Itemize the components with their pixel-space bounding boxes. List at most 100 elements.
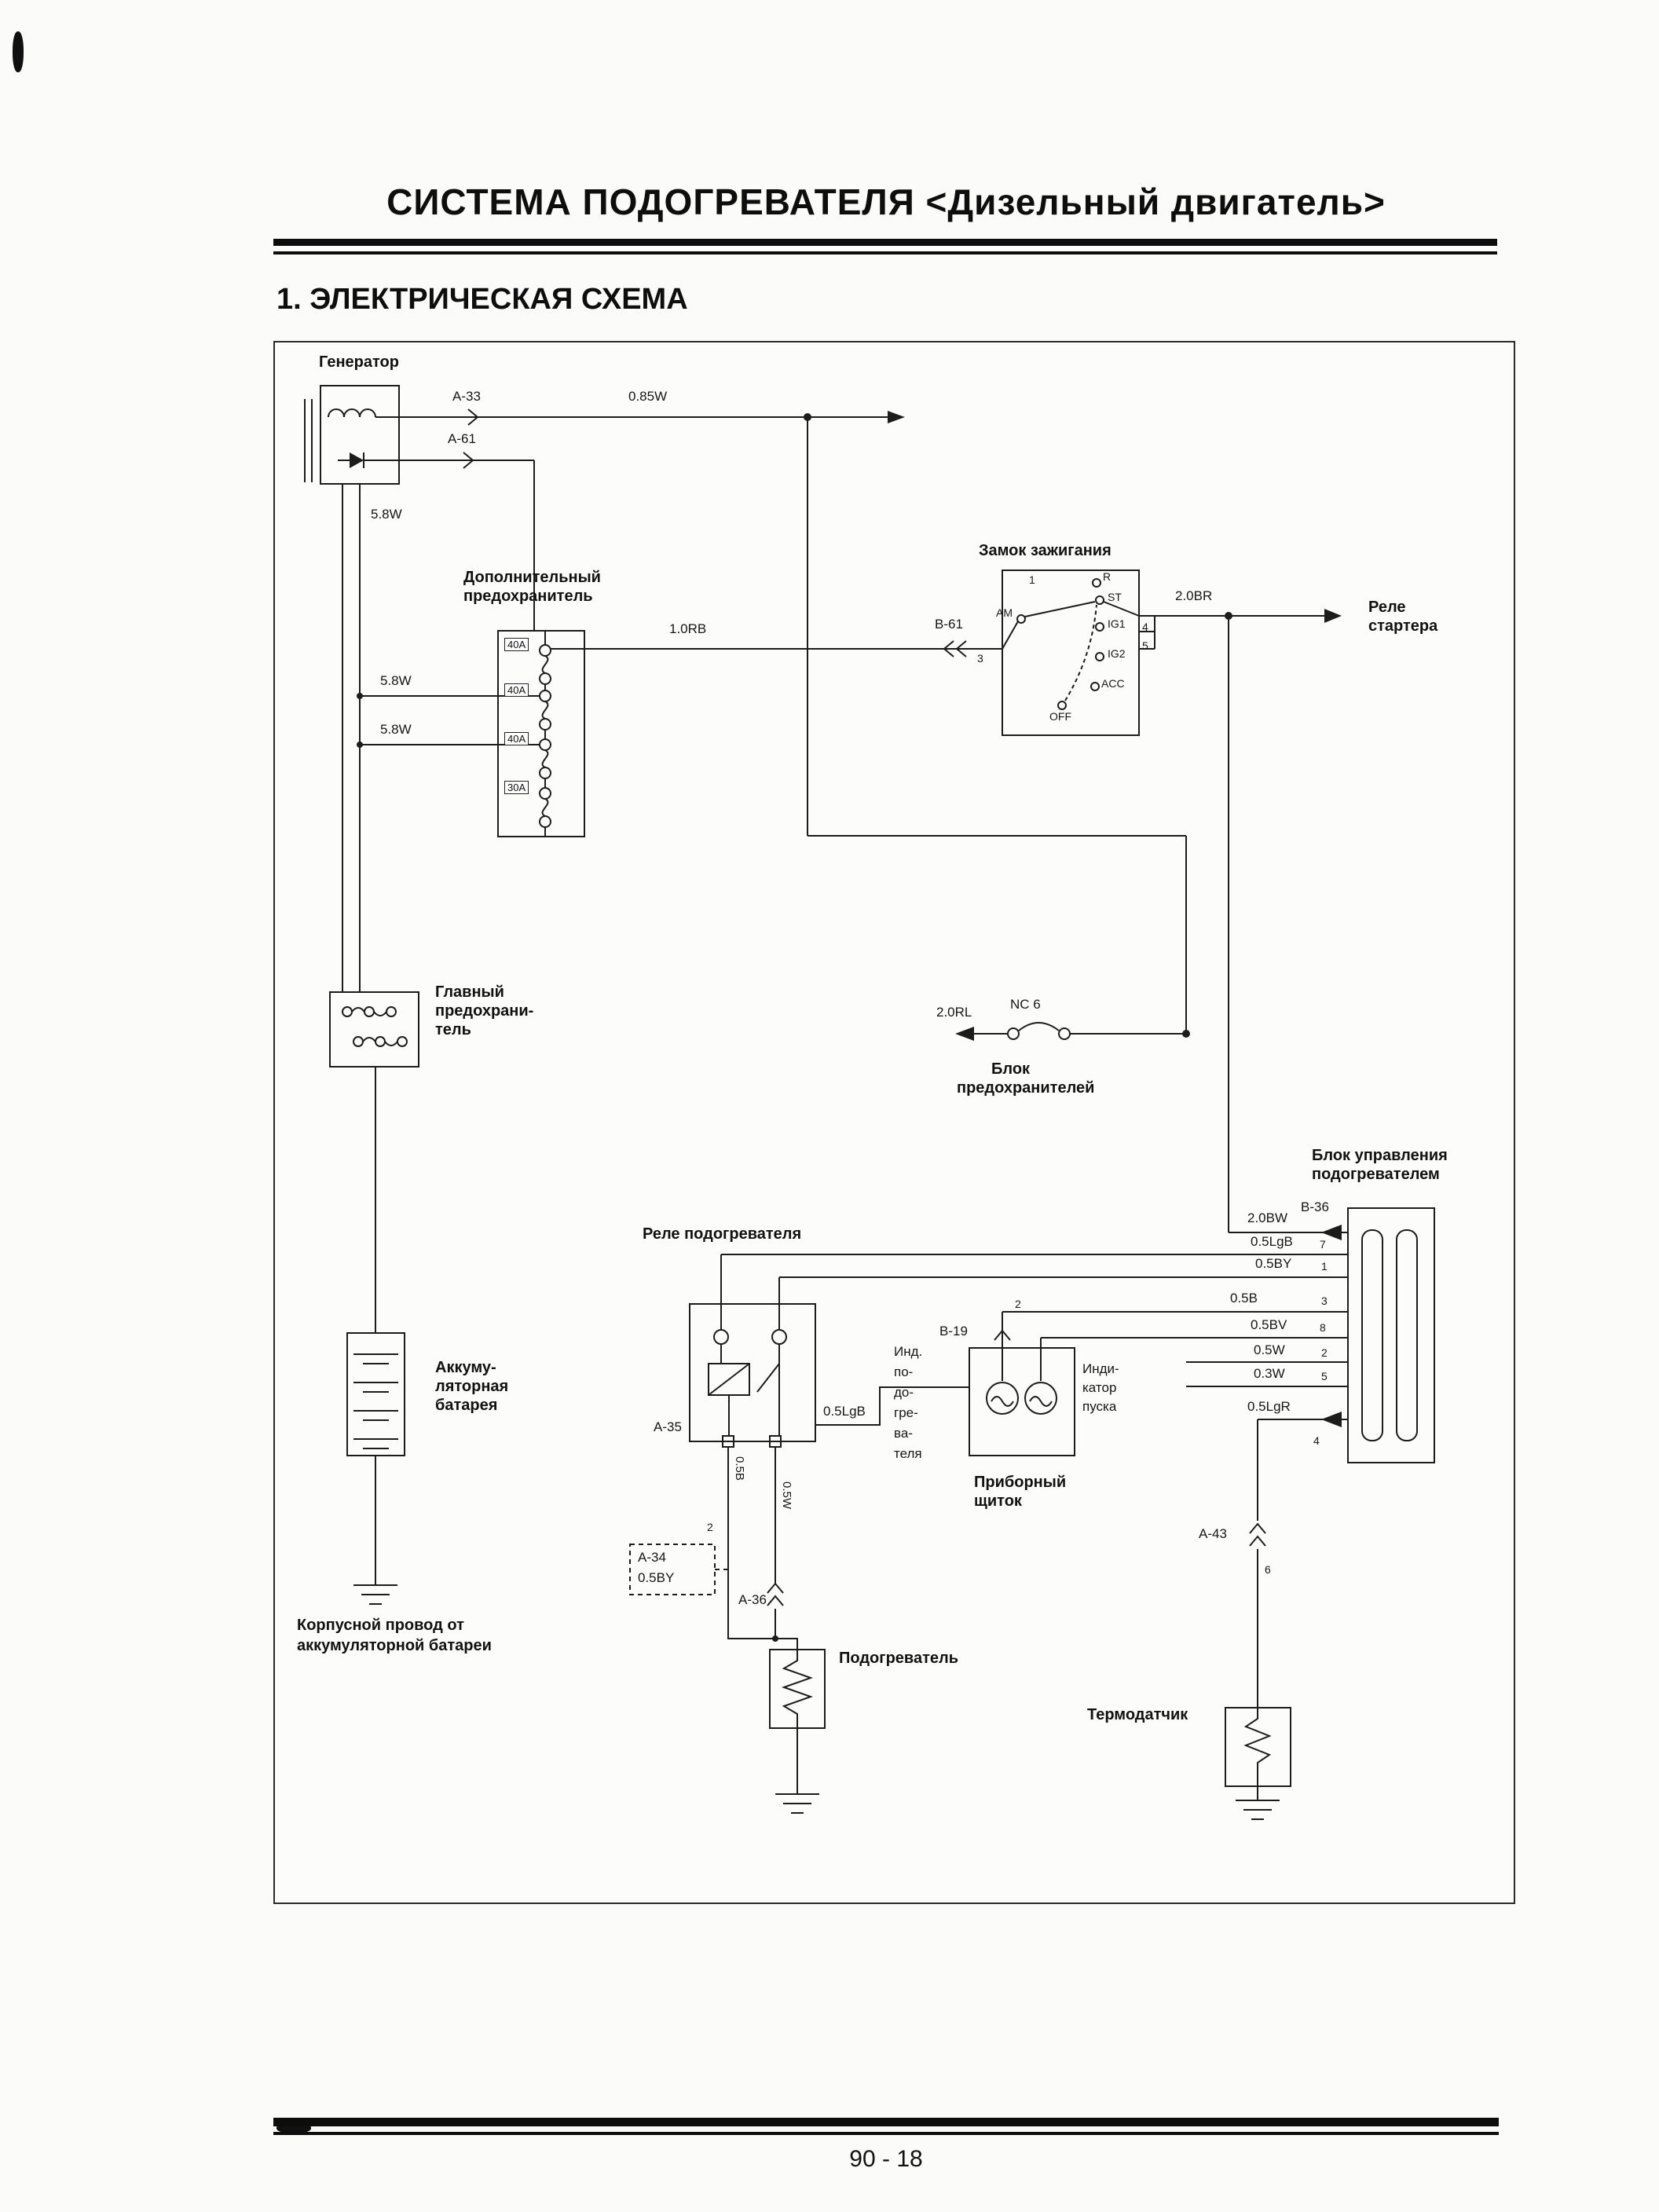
control-pin-4: 4 — [1313, 1434, 1320, 1447]
ignition-contact-ig1: IG1 — [1108, 617, 1126, 630]
ignition-pin-5: 5 — [1142, 639, 1148, 652]
ignition-switch-symbol — [1002, 569, 1140, 736]
generator-label: Генератор — [319, 353, 399, 371]
main-fuse-label-3: тель — [435, 1021, 471, 1038]
connector-label-a43: A-43 — [1199, 1526, 1227, 1541]
fuse-rating-3: 40A — [504, 732, 529, 745]
ignition-contact-ig2: IG2 — [1108, 647, 1126, 660]
starter-relay-label-2: стартера — [1368, 617, 1438, 635]
fuse-rating-4: 30A — [504, 781, 529, 794]
header-rule-thin — [273, 251, 1497, 255]
connector-label-b36: B-36 — [1301, 1199, 1329, 1214]
a34-pin-2: 2 — [707, 1521, 713, 1533]
ignition-contact-r: R — [1103, 570, 1111, 583]
start-indicator-label-1: Инди- — [1082, 1361, 1119, 1376]
wire-label-20rl: 2.0RL — [936, 1005, 972, 1020]
instrument-panel-label-1: Приборный — [974, 1474, 1067, 1491]
instrument-panel-symbol — [969, 1312, 1075, 1456]
fuse-rating-2: 40A — [504, 683, 529, 697]
ignition-pin-4: 4 — [1142, 621, 1148, 633]
wire-label-58w-3: 5.8W — [380, 722, 412, 737]
wire-label-05lgb-2: 0.5LgB — [823, 1404, 866, 1419]
main-fuse-label-1: Главный — [435, 983, 504, 1001]
ignition-pin-1: 1 — [1029, 573, 1035, 586]
section-title: 1. ЭЛЕКТРИЧЕСКАЯ СХЕМА — [276, 283, 688, 316]
ignition-label: Замок зажигания — [979, 542, 1111, 559]
body-ground-label-2: аккумуляторной батареи — [297, 1637, 492, 1654]
fuse-rating-1: 40A — [504, 638, 529, 651]
heater-indicator-label-2: по- — [894, 1364, 914, 1379]
wire-label-03w: 0.3W — [1254, 1366, 1285, 1381]
control-pin-3: 3 — [1321, 1295, 1328, 1307]
heater-control-label-1: Блок управления — [1312, 1147, 1448, 1164]
wire-label-20br: 2.0BR — [1175, 588, 1213, 603]
battery-label-3: батарея — [435, 1397, 498, 1414]
wire-label-05lgb-1: 0.5LgB — [1251, 1234, 1293, 1249]
start-indicator-label-2: катор — [1082, 1380, 1117, 1395]
wire-label-20bw: 2.0BW — [1247, 1210, 1288, 1225]
battery-symbol — [346, 1332, 405, 1605]
start-indicator-label-3: пуска — [1082, 1399, 1117, 1414]
wire-label-05bv: 0.5BV — [1251, 1317, 1287, 1332]
fuse-block-symbol — [955, 1022, 1186, 1041]
wire-label-a61: A-61 — [448, 431, 476, 446]
aux-fuse-label-2: предохранитель — [463, 588, 593, 605]
starter-relay-label-1: Реле — [1368, 599, 1406, 616]
aux-fuse-box-symbol — [497, 630, 585, 837]
wire-generator-a61 — [399, 452, 535, 631]
ignition-pin-3: 3 — [977, 652, 983, 665]
heater-relay-label: Реле подогревателя — [643, 1225, 802, 1243]
heater-indicator-label-1: Инд. — [894, 1344, 923, 1359]
page-number: 90 - 18 — [849, 2146, 923, 2172]
scan-artifact — [13, 31, 24, 72]
page-title: СИСТЕМА ПОДОГРЕВАТЕЛЯ <Дизельный двигате… — [386, 181, 1386, 222]
main-fuse-symbol — [329, 991, 419, 1333]
wire-label-10rb: 1.0RB — [669, 621, 707, 636]
control-pin-2: 2 — [1321, 1346, 1328, 1359]
a43-pin-6: 6 — [1265, 1563, 1271, 1576]
connector-label-b19: B-19 — [939, 1324, 968, 1339]
wire-relay-heater — [629, 1447, 798, 1650]
footer-rule-thin — [273, 2132, 1499, 2135]
control-pin-7: 7 — [1320, 1238, 1326, 1251]
fuse-block-label-1: Блок — [991, 1060, 1031, 1078]
wire-2-0BR — [1139, 609, 1342, 1232]
wire-label-05by-1: 0.5BY — [1255, 1256, 1292, 1271]
wire-label-a33: A-33 — [452, 389, 481, 404]
wiring-diagram: Генератор Дополнительный предохранитель … — [273, 341, 1515, 1904]
wire-label-05lgr: 0.5LgR — [1247, 1399, 1291, 1414]
wire-1-0RB — [584, 640, 1002, 657]
wire-label-58w-2: 5.8W — [380, 673, 412, 688]
heater-indicator-label-4: гре- — [894, 1405, 918, 1420]
heater-indicator-label-3: до- — [894, 1385, 914, 1400]
ignition-contact-off: OFF — [1049, 710, 1071, 723]
heater-indicator-label-5: ва- — [894, 1426, 913, 1441]
connector-label-a36: A-36 — [738, 1592, 767, 1607]
aux-fuse-label-1: Дополнительный — [463, 569, 601, 586]
battery-label-1: Аккуму- — [435, 1359, 496, 1376]
generator-symbol — [304, 385, 400, 485]
ignition-contact-am: AM — [996, 606, 1013, 619]
battery-label-2: ляторная — [435, 1378, 509, 1395]
thermal-sensor-symbol — [1225, 1419, 1291, 1820]
connector-label-a35: A-35 — [654, 1419, 682, 1434]
heater-control-label-2: подогревателем — [1312, 1166, 1440, 1183]
thermal-sensor-label: Термодатчик — [1087, 1706, 1188, 1723]
heater-symbol — [769, 1649, 826, 1814]
panel-pin-2: 2 — [1015, 1298, 1021, 1310]
wire-label-05w-1: 0.5W — [1254, 1342, 1285, 1357]
control-pin-5: 5 — [1321, 1370, 1328, 1382]
control-pin-1: 1 — [1321, 1260, 1328, 1273]
heater-relay-symbol — [689, 1254, 969, 1448]
main-fuse-label-2: предохрани- — [435, 1002, 534, 1020]
fuse-block-label-2: предохранителей — [957, 1079, 1095, 1097]
heater-label: Подогреватель — [839, 1650, 958, 1667]
wire-label-05w-2: 0.5W — [780, 1481, 793, 1510]
control-pin-8: 8 — [1320, 1321, 1326, 1334]
heater-indicator-label-6: теля — [894, 1446, 922, 1461]
footer-rule-thick — [273, 2118, 1499, 2126]
ignition-contact-acc: ACC — [1101, 677, 1125, 690]
connector-label-a34: A-34 — [638, 1550, 666, 1565]
wire-label-05by-2: 0.5BY — [638, 1570, 675, 1585]
